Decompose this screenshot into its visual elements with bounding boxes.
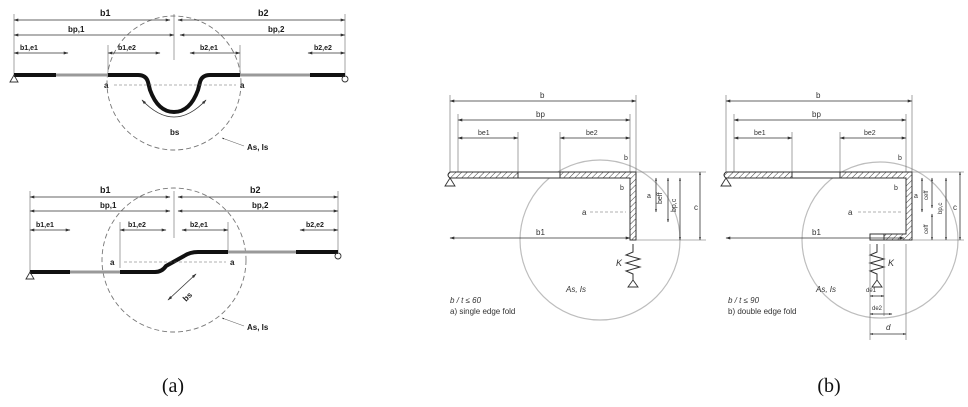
label-be2: be2 bbox=[586, 130, 598, 137]
label-a-right: a bbox=[230, 258, 235, 267]
label-c: c bbox=[694, 203, 698, 212]
support-icon bbox=[871, 279, 883, 288]
leader-line bbox=[221, 137, 245, 147]
label-b-corner: b bbox=[894, 185, 898, 192]
label-b2e2: b2,e2 bbox=[314, 45, 332, 52]
label-b1: b1 bbox=[536, 228, 545, 237]
spring-icon bbox=[624, 244, 642, 280]
diagram-a-bottom: b1 b2 bp,1 bp,2 b1,e1 b1,e2 b2,e1 b2,e2 … bbox=[25, 185, 342, 333]
label-bpc: bp,c bbox=[671, 198, 678, 212]
label-b1e1: b1,e1 bbox=[36, 222, 54, 229]
label-bp2: bp,2 bbox=[268, 25, 285, 34]
label-a-left: a bbox=[110, 258, 115, 267]
label-a: a bbox=[848, 208, 853, 217]
condition-text: b / t ≤ 60 bbox=[450, 296, 482, 305]
label-b2e2: b2,e2 bbox=[306, 222, 324, 229]
label-b2: b2 bbox=[250, 185, 261, 195]
label-be2: be2 bbox=[864, 130, 876, 137]
label-bp: bp bbox=[812, 110, 821, 119]
trapezoid-stiffener bbox=[120, 250, 228, 274]
label-b2e1: b2,e1 bbox=[190, 222, 208, 229]
leader-line bbox=[221, 317, 245, 327]
label-b-top: b bbox=[624, 155, 628, 162]
label-b: b bbox=[540, 91, 545, 100]
label-be1: be1 bbox=[754, 130, 766, 137]
label-b-corner: b bbox=[620, 185, 624, 192]
spring-icon bbox=[868, 244, 886, 280]
support-icon bbox=[720, 177, 732, 187]
case-title: a) single edge fold bbox=[450, 307, 515, 316]
label-As-Is: As, Is bbox=[565, 285, 586, 294]
caption-b: (b) bbox=[817, 375, 840, 397]
label-b: b bbox=[816, 91, 821, 100]
label-a-right: a bbox=[240, 81, 245, 90]
label-b1: b1 bbox=[100, 8, 111, 18]
label-As-Is: As, Is bbox=[247, 323, 269, 332]
label-b2: b2 bbox=[258, 8, 269, 18]
support-icon bbox=[341, 75, 349, 83]
section-profile bbox=[447, 171, 637, 241]
diagram-a-top: b1 b2 bp,1 bp,2 b1,e1 b1,e2 b2,e1 b2,e2 … bbox=[9, 8, 349, 152]
condition-text: b / t ≤ 90 bbox=[728, 296, 760, 305]
case-title: b) double edge fold bbox=[728, 307, 797, 316]
ineffective-zone bbox=[517, 171, 561, 179]
label-bs: bs bbox=[170, 128, 180, 137]
label-bp1: bp,1 bbox=[100, 201, 117, 210]
label-a-left: a bbox=[104, 81, 109, 90]
caption-a: (a) bbox=[162, 375, 184, 397]
label-As-Is: As, Is bbox=[815, 285, 836, 294]
support-icon bbox=[9, 74, 19, 83]
label-b2e1: b2,e1 bbox=[200, 45, 218, 52]
label-b1e2: b1,e2 bbox=[128, 222, 146, 229]
label-ceff-2: ceff bbox=[924, 224, 930, 234]
label-bpc: bp,c bbox=[938, 203, 944, 214]
diagram-b-double-fold: b bp be1 be2 b b a b1 a ceff ceff bp,c c bbox=[720, 91, 964, 340]
label-c: c bbox=[953, 203, 957, 212]
dim-bs bbox=[141, 99, 207, 118]
support-icon bbox=[25, 271, 35, 280]
label-K: K bbox=[888, 258, 895, 268]
label-bp: bp bbox=[536, 110, 545, 119]
label-be1: be1 bbox=[478, 130, 490, 137]
ineffective-zone bbox=[791, 171, 841, 179]
stiffener-circle bbox=[101, 187, 247, 333]
label-bp2: bp,2 bbox=[252, 201, 269, 210]
label-bp1: bp,1 bbox=[68, 25, 85, 34]
label-b1: b1 bbox=[100, 185, 111, 195]
label-d: d bbox=[886, 323, 891, 332]
label-de1: de1 bbox=[866, 288, 877, 294]
label-a-dim: a bbox=[914, 193, 918, 200]
diagram-b-single-fold: b bp be1 be2 b b a b1 a beff bp,c c bbox=[444, 91, 706, 321]
label-b1e1: b1,e1 bbox=[20, 45, 38, 52]
label-b1: b1 bbox=[812, 228, 821, 237]
label-beff: beff bbox=[657, 192, 664, 204]
dim-bs bbox=[167, 273, 197, 301]
label-de2: de2 bbox=[872, 306, 883, 312]
label-bs: bs bbox=[181, 290, 194, 303]
label-As-Is: As, Is bbox=[247, 143, 269, 152]
label-K: K bbox=[616, 258, 623, 268]
omega-stiffener bbox=[108, 73, 240, 115]
label-a: a bbox=[582, 208, 587, 217]
label-b1e2: b1,e2 bbox=[118, 45, 136, 52]
label-b-top: b bbox=[898, 155, 902, 162]
support-icon bbox=[334, 252, 342, 260]
support-icon bbox=[444, 177, 456, 187]
support-icon bbox=[627, 279, 639, 288]
label-ceff-1: ceff bbox=[924, 190, 930, 200]
label-a-dim: a bbox=[647, 193, 651, 200]
ineffective-zone bbox=[869, 233, 885, 241]
